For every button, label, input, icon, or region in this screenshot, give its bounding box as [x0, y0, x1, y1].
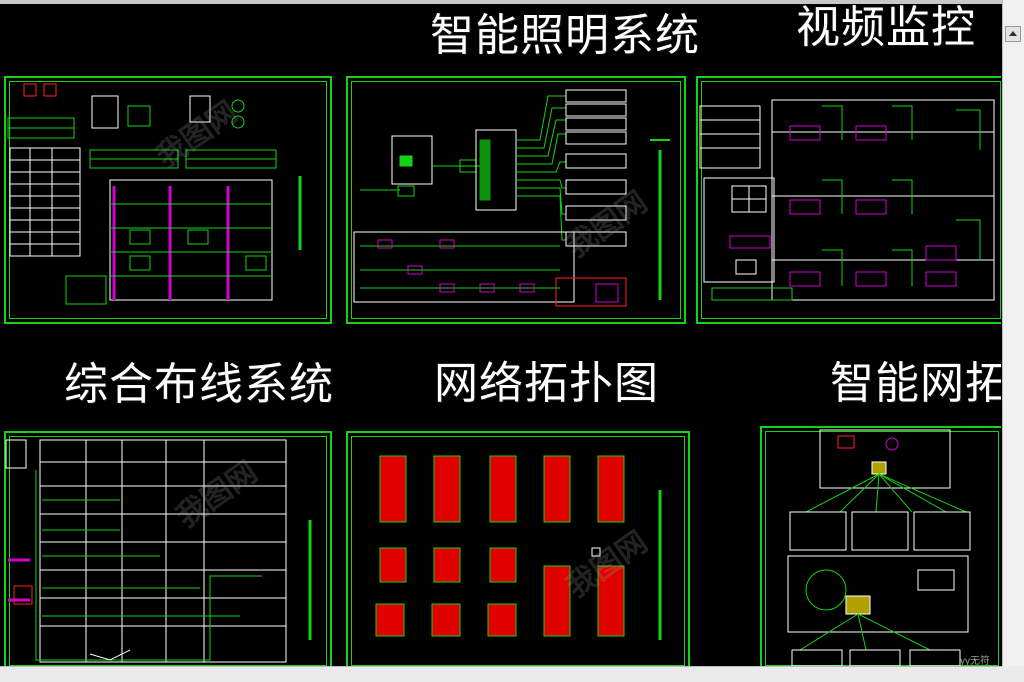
drawing-sheet-smart-network[interactable] — [760, 426, 1001, 671]
network-racks — [375, 455, 662, 640]
lighting-schematic — [353, 89, 670, 307]
resize-grip-icon[interactable] — [1002, 666, 1024, 682]
credit-text: yy无符 — [960, 656, 990, 667]
drawing-sheet-video[interactable] — [696, 76, 1001, 324]
video-schematic — [699, 99, 995, 301]
drawing-sheet-cabling[interactable] — [4, 431, 332, 671]
scroll-up-arrow-icon[interactable] — [1005, 26, 1021, 42]
smart-network-schematic — [787, 429, 971, 667]
sheet-border — [701, 81, 1001, 319]
title-video-surveillance: 视频监控 — [796, 2, 976, 53]
title-cabling-system: 综合布线系统 — [64, 359, 334, 410]
window-top-border — [0, 0, 1024, 4]
sheet-border — [9, 436, 327, 666]
schematic-linework — [5, 83, 995, 667]
sheet-border — [351, 436, 685, 666]
vertical-scrollbar[interactable] — [1002, 0, 1024, 682]
cad-drawing-canvas[interactable]: 智能照明系统 视频监控 综合布线系统 网络拓扑图 智能网拓 — [0, 0, 1001, 682]
power-schematic — [7, 83, 302, 305]
sheet-border — [351, 81, 681, 319]
horizontal-scrollbar[interactable] — [0, 666, 1002, 682]
drawing-sheet-lighting[interactable] — [346, 76, 686, 324]
cabling-schematic — [5, 439, 312, 663]
title-smart-network: 智能网拓 — [830, 358, 1001, 409]
title-lighting-system: 智能照明系统 — [430, 10, 700, 61]
title-network-topology: 网络拓扑图 — [434, 358, 659, 409]
drawing-sheet-power[interactable] — [4, 76, 332, 324]
